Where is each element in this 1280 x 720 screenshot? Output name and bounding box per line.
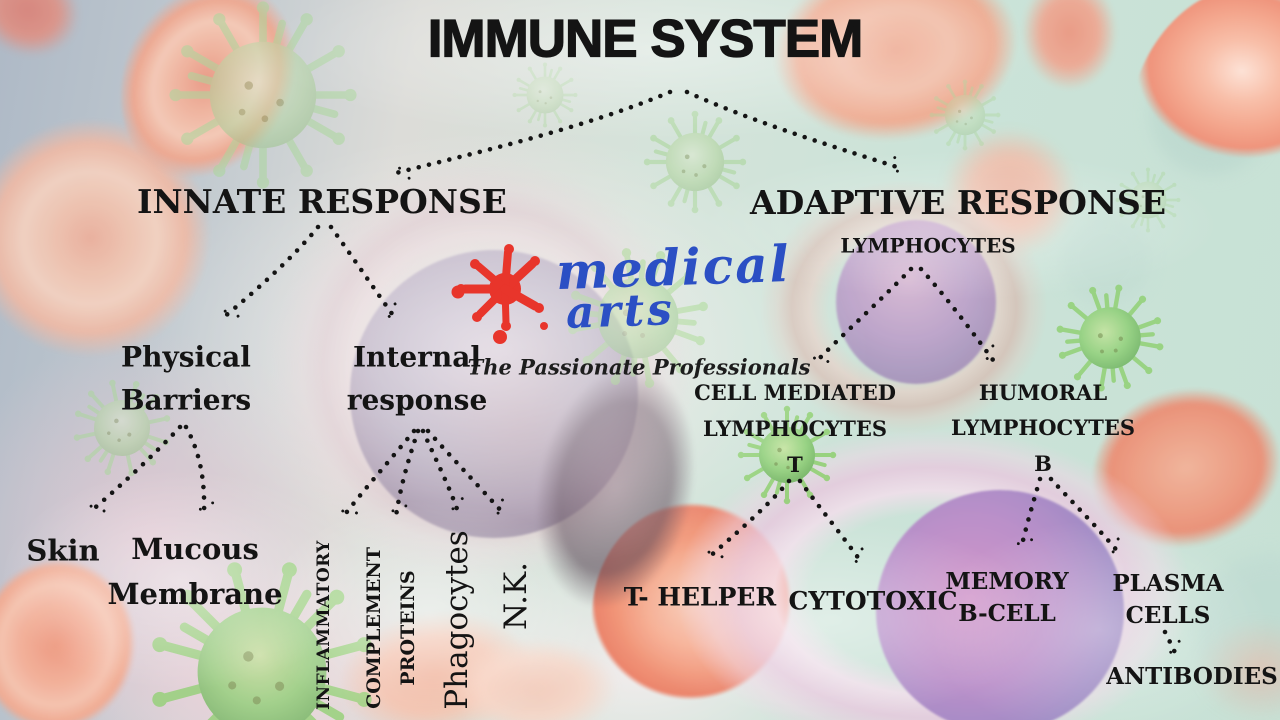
node-line: B xyxy=(1034,450,1052,476)
node-line: Mucous xyxy=(131,532,259,567)
node-line: Barriers xyxy=(120,384,252,417)
node-physical-barriers: Physical Barriers xyxy=(121,336,251,423)
node-cell-mediated-lymphocytes-t: CELL MEDIATED LYMPHOCYTES T xyxy=(694,375,896,483)
arrow-plasma-to-antibodies xyxy=(1165,629,1176,655)
node-natural-killer: N.K. xyxy=(498,561,535,631)
node-line: COMPLEMENT xyxy=(362,547,385,709)
node-lymphocytes: LYMPHOCYTES xyxy=(840,233,1016,258)
background-highlight xyxy=(260,500,600,720)
node-line: HUMORAL xyxy=(978,380,1108,406)
node-internal-response: Internal response xyxy=(347,336,488,423)
node-line: MEMORY xyxy=(945,567,1069,595)
cell-nucleus-image xyxy=(876,490,1124,720)
node-cytotoxic: CYTOTOXIC xyxy=(788,586,958,616)
node-line: PLASMA xyxy=(1112,569,1224,597)
node-t-helper: T- HELPER xyxy=(623,582,777,612)
node-line: response xyxy=(346,384,488,417)
logo-brand-text: arts xyxy=(565,284,676,339)
node-line: LYMPHOCYTES xyxy=(702,415,888,441)
node-mucous-membrane: Mucous Membrane xyxy=(107,527,282,617)
node-line: LYMPHOCYTES xyxy=(950,415,1136,441)
node-skin: Skin xyxy=(26,533,100,568)
page-title: IMMUNE SYSTEM xyxy=(427,9,864,69)
node-complement-proteins: COMPLEMENT PROTEINS xyxy=(357,547,425,709)
node-adaptive-response: ADAPTIVE RESPONSE xyxy=(750,183,1166,223)
node-plasma-cells: PLASMA CELLS xyxy=(1112,568,1223,632)
background-highlight xyxy=(700,150,1220,300)
node-humoral-lymphocytes-b: HUMORAL LYMPHOCYTES B xyxy=(951,375,1135,481)
arrow-b-to-plasma xyxy=(1048,476,1119,553)
arrow-lymphocytes-to-cellmediated xyxy=(814,266,914,364)
node-line: Physical xyxy=(121,340,251,374)
node-line: Internal xyxy=(352,340,482,374)
arrow-title-to-adaptive xyxy=(684,89,903,169)
background-highlight xyxy=(620,520,1040,720)
arrow-innate-to-physical xyxy=(224,224,321,317)
node-line: B-CELL xyxy=(958,600,1056,627)
arrow-internal-to-complement xyxy=(396,428,421,516)
node-line: T xyxy=(787,452,803,478)
background-highlight xyxy=(930,520,1270,720)
arrow-innate-to-internal xyxy=(328,224,395,318)
node-antibodies: ANTIBODIES xyxy=(1106,662,1278,690)
node-inflammatory: INFLAMMATORY xyxy=(314,540,335,710)
arrow-physical-to-mucous xyxy=(183,424,204,514)
node-line: CELLS xyxy=(1125,602,1211,629)
arrow-t-to-thelper xyxy=(708,478,792,558)
node-innate-response: INNATE RESPONSE xyxy=(137,182,507,222)
arrow-physical-to-skin xyxy=(90,424,183,512)
node-memory-b-cell: MEMORY B-CELL xyxy=(945,566,1068,630)
background-highlight xyxy=(260,0,1040,140)
arrow-internal-to-inflammatory xyxy=(343,428,417,517)
node-line: CELL MEDIATED xyxy=(694,379,896,405)
node-phagocytes: Phagocytes xyxy=(439,530,476,710)
bokeh-spot xyxy=(1060,215,1150,305)
arrow-internal-to-nk xyxy=(425,428,504,514)
arrow-title-to-innate xyxy=(396,89,673,173)
arrow-t-to-cytotoxic xyxy=(797,478,862,563)
arrow-internal-to-phagocytes xyxy=(420,428,458,512)
arrow-lymphocytes-to-humoral xyxy=(918,266,993,360)
medical-arts-logo-splat xyxy=(451,244,548,344)
red-blood-cell-image xyxy=(1022,0,1117,90)
node-line: PROTEINS xyxy=(397,570,419,686)
arrow-b-to-memory xyxy=(1021,476,1043,549)
node-line: Membrane xyxy=(107,577,283,611)
logo-tagline: The Passionate Professionals xyxy=(467,354,811,380)
